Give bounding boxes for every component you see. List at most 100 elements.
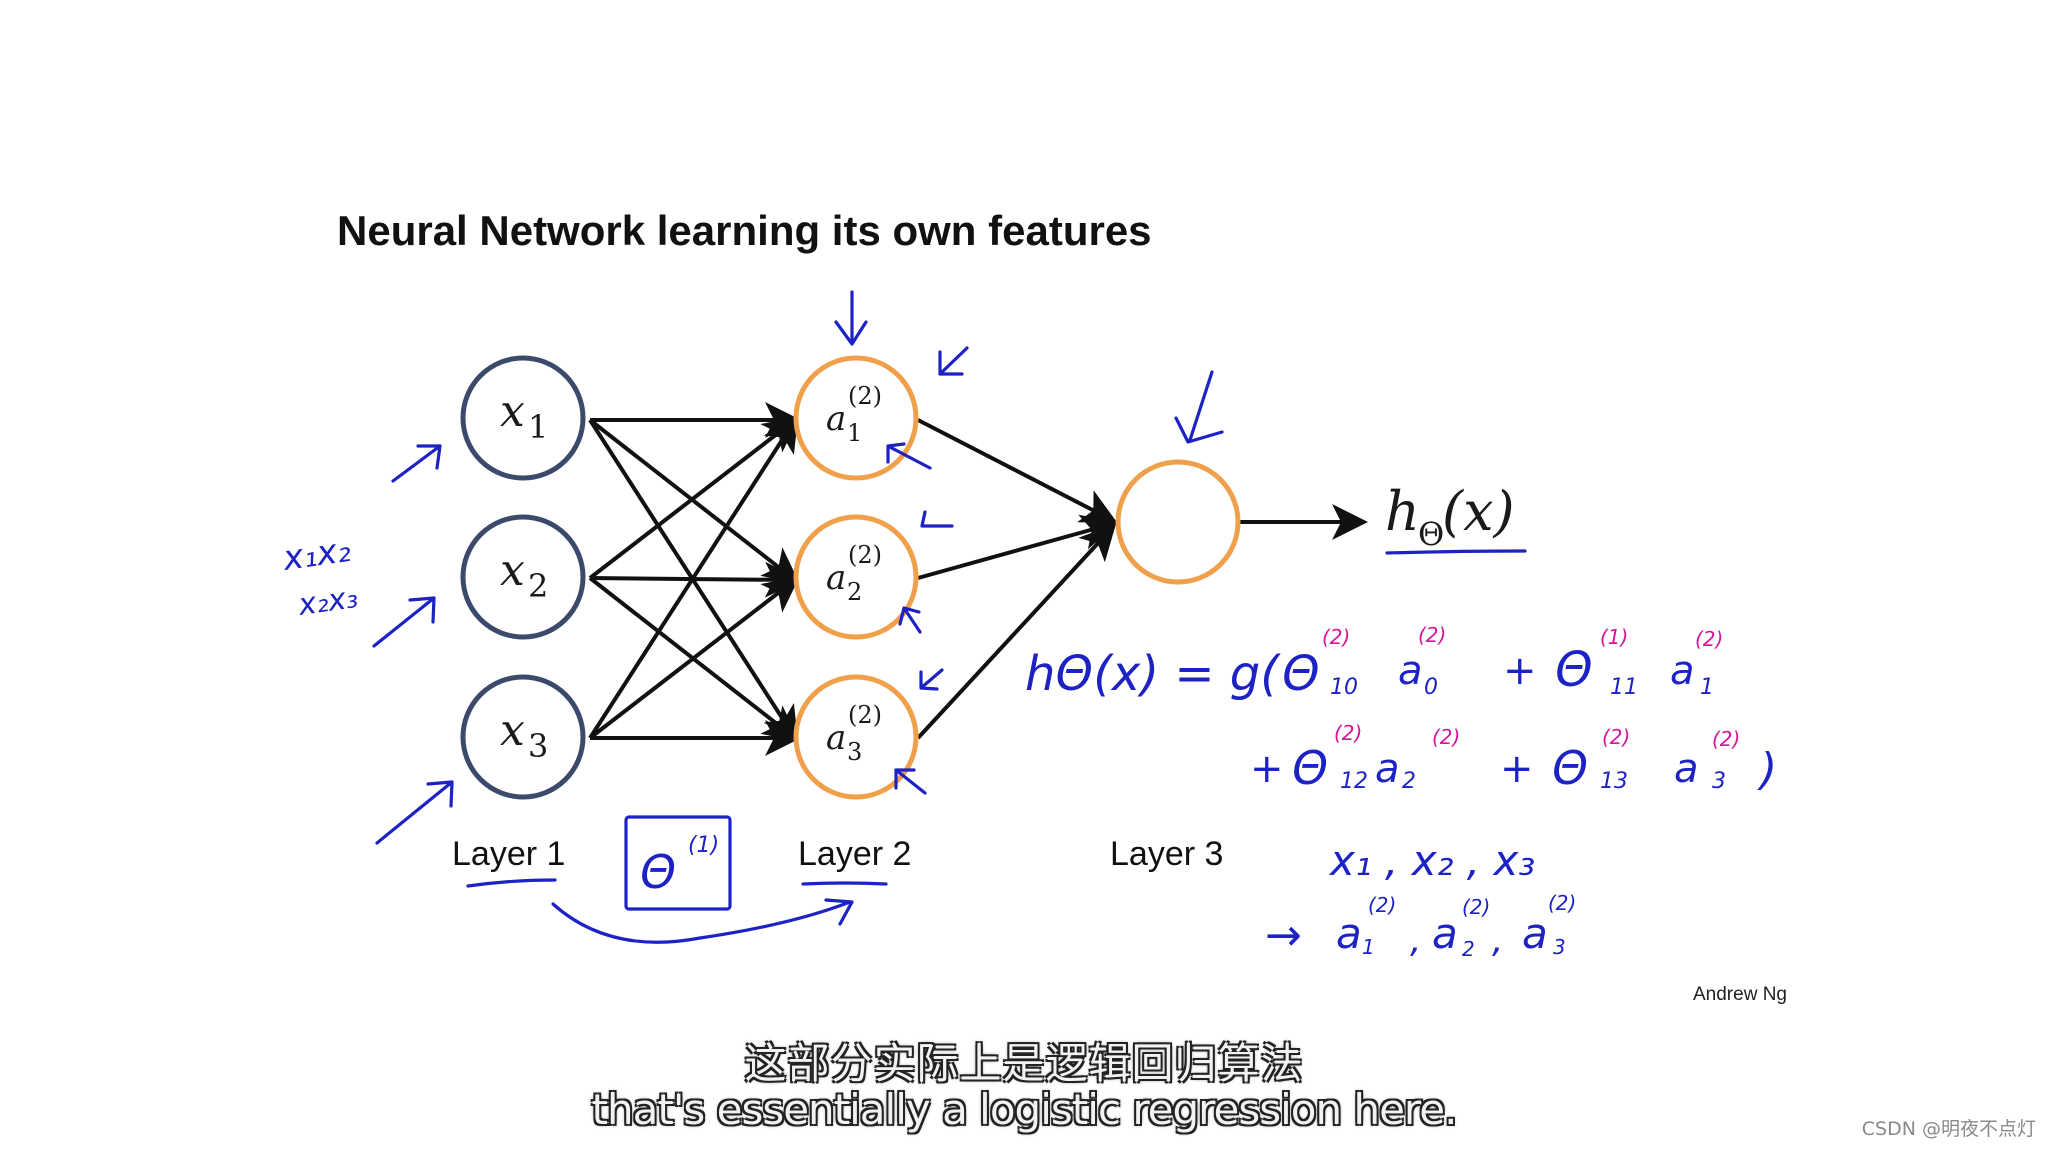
node-x3-var: x [500, 705, 525, 756]
formula-theta4: Θ [1552, 741, 1588, 795]
node-a3-sup: (2) [848, 701, 882, 729]
arrow-down-a1 [834, 290, 868, 346]
formula-plus-1: + [1503, 648, 1537, 694]
layer2-underline [801, 881, 888, 886]
edge-a2-out [917, 514, 1118, 580]
theta1-box [624, 815, 732, 911]
arrow-to-x3 [375, 780, 454, 845]
input-node-2: x 2 [460, 514, 586, 640]
activation-a2-sup: (2) [1462, 895, 1490, 919]
layer1-to-layer2-edges [588, 402, 801, 756]
formula-theta1: Θ [1282, 646, 1320, 702]
formula-a1-sub: 1 [1700, 675, 1714, 700]
node-a2-sup: (2) [848, 541, 882, 569]
hidden-node-2: a (2) 2 [793, 514, 919, 640]
activation-a3-sub: 3 [1553, 935, 1566, 959]
node-a1-var: a [826, 399, 846, 439]
formula-a1-sup: (2) [1695, 627, 1723, 651]
node-a1-sup: (2) [848, 382, 882, 410]
formula-a0-sub: 0 [1424, 675, 1438, 700]
handwritten-arrows [372, 290, 1224, 944]
note-x1x2: x₁x₂ [280, 530, 354, 579]
formula-a3-sub: 3 [1712, 769, 1726, 794]
arrow-a3-bottom [894, 768, 927, 795]
subtitle-english: that's essentially a logistic regression… [591, 1085, 1458, 1134]
theta1-sup: (1) [688, 833, 719, 858]
activations-arrow: → [1265, 910, 1302, 961]
formula-lhs: hΘ(x) = g( [1025, 646, 1281, 702]
edge-x2-a1 [588, 416, 800, 580]
formula-theta1-sub: 10 [1330, 675, 1358, 700]
hidden-node-1: a (2) 1 [793, 355, 919, 481]
formula-a3: a [1674, 746, 1699, 792]
author-credit: Andrew Ng [1693, 984, 1787, 1005]
edge-x3-a2 [588, 576, 800, 740]
formula-a2-sup: (2) [1432, 725, 1460, 749]
input-node-3: x 3 [460, 674, 586, 800]
activation-a1-sup: (2) [1368, 893, 1396, 917]
node-a2-sub: 2 [847, 578, 862, 606]
formula-a2-sub: 2 [1402, 769, 1416, 794]
arrow-layer1-to-layer2 [551, 898, 854, 944]
layer-3-label: Layer 3 [1110, 835, 1223, 873]
activation-sep-1: , [1410, 920, 1421, 961]
activations-list: → a (2) 1 , a (2) 2 , a (2) 3 [1265, 891, 1576, 961]
activation-sep-2: , [1492, 920, 1503, 961]
output-hypothesis-label: h Θ (x) [1385, 480, 1527, 555]
formula-theta4-sub: 13 [1600, 769, 1628, 794]
activation-a3-sup: (2) [1548, 891, 1576, 915]
formula-theta1-sup: (2) [1322, 625, 1350, 649]
subtitle-chinese: 这部分实际上是逻辑回归算法 [744, 1039, 1304, 1088]
formula-theta3-sup: (2) [1334, 721, 1362, 745]
node-a3-sub: 3 [847, 738, 862, 766]
arrow-to-x2 [372, 596, 436, 648]
layer-1-label: Layer 1 [452, 835, 565, 873]
activation-a1-sub: 1 [1362, 935, 1375, 959]
arrow-left-a1-top [938, 346, 969, 376]
layer1-underline [466, 878, 557, 888]
activation-a2-sub: 2 [1462, 937, 1475, 961]
arrow-left-a3-top [919, 668, 944, 691]
arrow-left-a2-top [920, 510, 954, 528]
formula-plus-2: + [1250, 746, 1284, 792]
node-x2-sub: 2 [528, 567, 548, 605]
output-h: h [1385, 480, 1420, 543]
arrow-to-x1 [391, 444, 442, 483]
formula-theta2-sub: 11 [1610, 675, 1638, 700]
layer2-to-layer3-edges [916, 418, 1368, 740]
arrow-a2-bottom [898, 606, 922, 634]
activation-a1: a [1336, 909, 1362, 958]
formula-a3-sup: (2) [1712, 727, 1740, 751]
formula-a0-sup: (2) [1418, 623, 1446, 647]
layer-2-label: Layer 2 [798, 835, 911, 873]
node-x3-sub: 3 [528, 727, 548, 765]
theta1-symbol: Θ [640, 845, 676, 899]
input-layer: x 1 x 2 x 3 [460, 355, 586, 800]
formula-theta2-sup: (1) [1600, 625, 1628, 649]
inputs-list: x₁ , x₂ , x₃ [1328, 836, 1535, 885]
node-x2-var: x [500, 545, 525, 596]
formula-a0: a [1398, 648, 1423, 694]
hidden-node-3: a (2) 3 [793, 674, 919, 800]
output-arg: (x) [1442, 480, 1515, 543]
formula-close-paren: ) [1757, 744, 1777, 795]
csdn-watermark: CSDN @明夜不点灯 [1861, 1118, 2036, 1140]
hypothesis-line-1: hΘ(x) = g( Θ (2) 10 a (2) 0 + Θ (1) 11 a… [1025, 623, 1723, 702]
note-x2x3: x₂x₃ [295, 580, 360, 623]
node-x1-sub: 1 [528, 408, 548, 446]
edge-a1-out [917, 418, 1118, 523]
activation-a3: a [1522, 909, 1548, 958]
formula-theta3: Θ [1292, 741, 1328, 795]
formula-theta4-sup: (2) [1602, 725, 1630, 749]
node-a3-var: a [826, 718, 846, 758]
output-node [1115, 459, 1241, 585]
hypothesis-line-2: + Θ (2) 12 a (2) 2 + Θ (2) 13 a (2) 3 ) [1250, 721, 1777, 795]
node-x1-var: x [500, 386, 525, 437]
formula-plus-3: + [1500, 746, 1534, 792]
formula-theta3-sub: 12 [1340, 769, 1368, 794]
node-a1-sub: 1 [847, 419, 862, 447]
slide-title: Neural Network learning its own features [337, 207, 1152, 254]
hidden-layer: a (2) 1 a (2) 2 a (2) 3 [793, 355, 919, 800]
